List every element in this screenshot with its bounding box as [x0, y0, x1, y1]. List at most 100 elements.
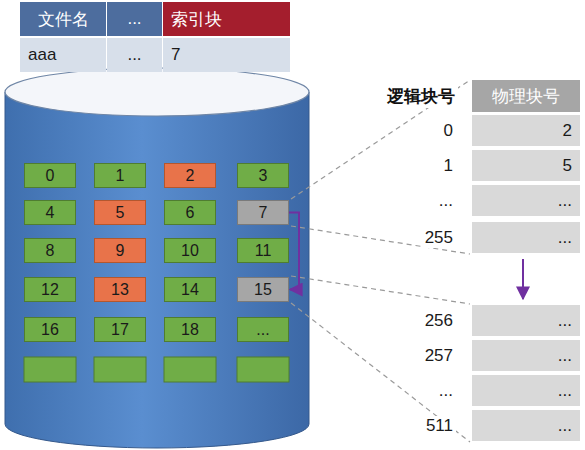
leader-lines: [291, 80, 470, 442]
block-number: 15: [254, 281, 272, 299]
index-entry: 5: [472, 150, 580, 181]
label-text: ...: [436, 381, 456, 401]
disk-block: 17: [94, 317, 146, 342]
label-text: 255: [422, 228, 456, 248]
label-text: ...: [558, 228, 572, 248]
block-number: 10: [181, 242, 199, 260]
table-cell: [472, 115, 580, 146]
label-text: ...: [558, 416, 572, 436]
disk-block: 3: [237, 163, 289, 188]
table-cell: [107, 38, 162, 72]
blank-block: [164, 357, 216, 382]
table-cell-text: ...: [107, 2, 162, 36]
label-text: ...: [558, 346, 572, 366]
table-cell: [472, 375, 580, 406]
blank-block: [24, 357, 76, 382]
index-entry: ...: [472, 305, 580, 336]
label-text: 5: [563, 156, 572, 176]
table-header-cell: [107, 2, 162, 36]
disk-block: 13: [94, 277, 146, 302]
label-text: 2: [563, 121, 572, 141]
table-cell-text: aaa: [20, 38, 106, 72]
block-number: 8: [46, 242, 55, 260]
index-entry: ...: [472, 340, 580, 371]
column-header: 物理块号: [472, 80, 580, 112]
label-text: ...: [127, 45, 141, 65]
disk-block: 11: [237, 238, 289, 263]
index-entry: ...: [390, 185, 464, 216]
table-cell-text: 文件名: [20, 2, 106, 36]
disk-block: 5: [94, 200, 146, 225]
blank-blocks: [24, 357, 289, 382]
disk-block: 15: [237, 277, 289, 302]
label-text: 索引块: [171, 8, 222, 31]
table-cell: [472, 305, 580, 336]
index-entry: ...: [472, 185, 580, 216]
disk-block: 10: [164, 238, 216, 263]
block-number: 18: [181, 321, 199, 339]
label-text: ...: [558, 381, 572, 401]
index-entry: 2: [472, 115, 580, 146]
pointer-arrow: [289, 213, 299, 290]
block-number: 4: [46, 204, 55, 222]
label-text: 0: [441, 121, 456, 141]
leader-line: [291, 276, 470, 304]
table-cell-text: ...: [107, 38, 162, 72]
label-text: ...: [436, 191, 456, 211]
index-entry: 256: [390, 305, 464, 336]
index-entry: ...: [472, 410, 580, 441]
block-number: 14: [181, 281, 199, 299]
table-cell: [472, 222, 580, 253]
label-text: 逻辑块号: [384, 85, 458, 108]
label-text: 256: [422, 311, 456, 331]
blank-block: [237, 357, 289, 382]
continuation-arrow: [522, 259, 524, 299]
block-number: 5: [116, 204, 125, 222]
index-entry: ...: [472, 222, 580, 253]
block-number: 2: [186, 167, 195, 185]
disk-block: 9: [94, 238, 146, 263]
index-entry: 257: [390, 340, 464, 371]
block-number: 7: [259, 204, 268, 222]
table-cell: [472, 185, 580, 216]
disk-block: 18: [164, 317, 216, 342]
block-number: 11: [255, 242, 272, 260]
table-header-cell: [20, 2, 106, 36]
label-text: 257: [422, 346, 456, 366]
blank-block: [94, 357, 146, 382]
disk-block: 14: [164, 277, 216, 302]
disk-block: 2: [164, 163, 216, 188]
label-text: ...: [558, 191, 572, 211]
disk-block: 8: [24, 238, 76, 263]
block-number: 12: [41, 281, 59, 299]
leader-line: [291, 226, 470, 254]
index-entry: ...: [390, 375, 464, 406]
block-number: 3: [259, 167, 268, 185]
table-cell-text: 索引块: [163, 2, 290, 36]
label-text: 物理块号: [492, 85, 560, 108]
label-text: 1: [441, 156, 456, 176]
table-cell: [163, 38, 290, 72]
block-number: 1: [116, 167, 125, 185]
table-cell-text: 7: [163, 38, 290, 72]
disk-cylinder: [5, 92, 309, 448]
block-number: ...: [256, 321, 269, 339]
table-header-cell: [163, 2, 290, 36]
disk-top: [5, 68, 309, 116]
disk-block: 6: [164, 200, 216, 225]
label-text: ...: [127, 9, 141, 29]
block-number: 0: [46, 167, 55, 185]
directory-table: [20, 2, 290, 72]
disk-block: 7: [237, 200, 289, 225]
table-cell: [472, 150, 580, 181]
label-text: 文件名: [38, 8, 89, 31]
index-table: [472, 80, 580, 441]
index-entry: 1: [390, 150, 464, 181]
disk-block: ...: [237, 317, 289, 342]
disk-block: 0: [24, 163, 76, 188]
disk-block: 1: [94, 163, 146, 188]
table-cell: [20, 38, 106, 72]
